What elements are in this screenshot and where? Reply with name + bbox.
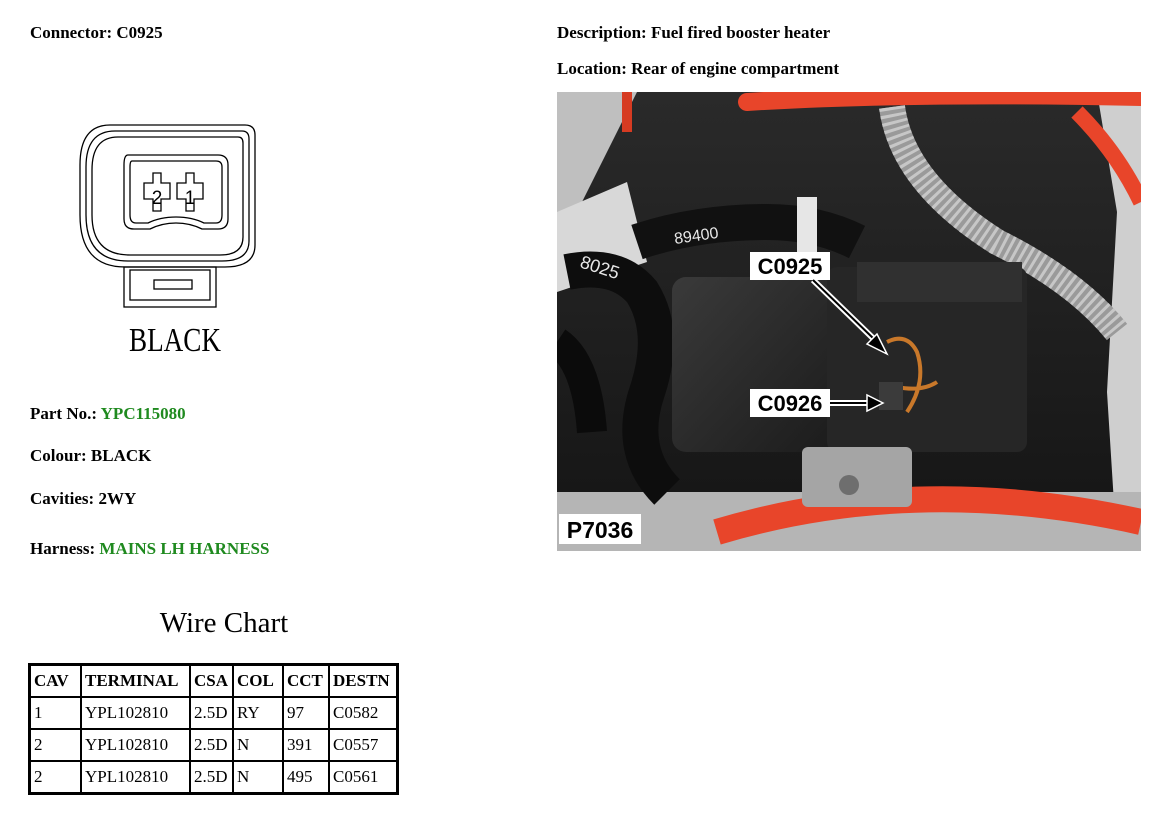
pin-1-shape: [176, 172, 204, 212]
black-hose-1: [631, 203, 866, 260]
connector-latch-slot: [153, 279, 193, 290]
description-value: Fuel fired booster heater: [650, 23, 831, 42]
callout-2-box: [750, 389, 830, 417]
connector-latch-mid: [129, 269, 211, 301]
heater-unit-lid: [857, 262, 1022, 302]
orange-hose-top: [738, 92, 1141, 111]
callout-c0926: C0926: [758, 391, 823, 416]
cell-destn: C0557: [328, 728, 399, 762]
location-field: Location: Rear of engine compartment: [557, 59, 839, 79]
cell-col: RY: [232, 696, 284, 730]
pin-1-label: 1: [185, 188, 196, 209]
colour-field: Colour: BLACK: [30, 446, 151, 466]
header-destn: DESTN: [328, 663, 399, 698]
cell-terminal: YPL102810: [80, 696, 191, 730]
c0926-connector-body: [879, 382, 903, 410]
wire-chart-title: Wire Chart: [159, 607, 289, 639]
header-terminal: TERMINAL: [80, 663, 191, 698]
hose-text-2: 89400: [673, 225, 720, 248]
callout-1-arrowhead: [865, 332, 889, 356]
callout-2-arrowhead: [866, 393, 885, 413]
cavities-field: Cavities: 2WY: [30, 489, 136, 509]
cell-destn: C0582: [328, 696, 399, 730]
colour-label: Colour:: [30, 446, 87, 465]
header-cav: CAV: [28, 663, 82, 698]
pin-2-shape: [143, 172, 171, 212]
photo-ref: P7036: [567, 517, 634, 543]
cavities-label: Cavities:: [30, 489, 95, 508]
cell-csa: 2.5D: [189, 760, 234, 795]
wire-chart-table: CAV TERMINAL CSA COL CCT DESTN 1 YPL1028…: [28, 663, 399, 795]
part-no-field: Part No.: YPC115080: [30, 404, 186, 424]
description-label: Description:: [557, 23, 647, 42]
heater-unit-left: [672, 277, 832, 452]
description-field: Description: Fuel fired booster heater: [557, 23, 830, 43]
table-row: 2 YPL102810 2.5D N 495 C0561: [28, 760, 399, 795]
colour-value: BLACK: [90, 446, 152, 465]
cell-cav: 2: [28, 760, 82, 795]
cell-col: N: [232, 760, 284, 795]
part-no-label: Part No.:: [30, 404, 98, 423]
connector-latch-outer: [123, 266, 217, 308]
cell-cct: 391: [282, 728, 330, 762]
grey-conduit-ribs: [879, 104, 1128, 341]
cell-cav: 1: [28, 696, 82, 730]
cavities-value: 2WY: [98, 489, 137, 508]
bracket-bolt: [839, 475, 859, 495]
part-no-value: YPC115080: [100, 404, 186, 423]
connector-label: Connector:: [30, 23, 113, 42]
connector-pin-housing-inner: [129, 160, 223, 224]
diagram-colour-label: BLACK: [129, 322, 221, 359]
cell-cct: 495: [282, 760, 330, 795]
cell-cav: 2: [28, 728, 82, 762]
location-photo: 8025 89400 C0925 C0926 P7036: [557, 92, 1141, 551]
connector-pin-housing: [123, 154, 229, 230]
wire-chart-header-row: CAV TERMINAL CSA COL CCT DESTN: [28, 663, 399, 698]
cell-destn: C0561: [328, 760, 399, 795]
pin-2-label: 2: [152, 188, 163, 209]
harness-field: Harness: MAINS LH HARNESS: [30, 539, 269, 559]
table-row: 2 YPL102810 2.5D N 391 C0557: [28, 728, 399, 762]
black-hose-2: [563, 251, 681, 505]
black-hose-3: [557, 329, 607, 434]
callout-1-arrow-line-inner: [812, 279, 876, 341]
connector-value: C0925: [116, 23, 163, 42]
photo-ref-box: [559, 514, 641, 544]
header-cct: CCT: [282, 663, 330, 698]
connector-field: Connector: C0925: [30, 23, 163, 43]
orange-hose-right: [1071, 106, 1141, 206]
callout-c0925: C0925: [758, 254, 823, 279]
cell-terminal: YPL102810: [80, 760, 191, 795]
cell-terminal: YPL102810: [80, 728, 191, 762]
harness-value: MAINS LH HARNESS: [99, 539, 270, 558]
bracket: [802, 447, 912, 507]
white-coupler: [797, 197, 817, 252]
header-csa: CSA: [189, 663, 234, 698]
cell-col: N: [232, 728, 284, 762]
table-row: 1 YPL102810 2.5D RY 97 C0582: [28, 696, 399, 730]
cell-csa: 2.5D: [189, 696, 234, 730]
connector-outline-inner: [85, 130, 250, 262]
orange-hose-bottom: [713, 486, 1141, 545]
location-label: Location:: [557, 59, 627, 78]
cell-cct: 97: [282, 696, 330, 730]
connector-outline-inner2: [91, 136, 244, 256]
connector-outline: [79, 124, 256, 268]
header-col: COL: [232, 663, 284, 698]
location-value: Rear of engine compartment: [631, 59, 840, 78]
harness-label: Harness:: [30, 539, 96, 558]
connector-diagram: 2 1 BLACK: [79, 124, 256, 359]
cell-csa: 2.5D: [189, 728, 234, 762]
callout-1-box: [750, 252, 830, 280]
